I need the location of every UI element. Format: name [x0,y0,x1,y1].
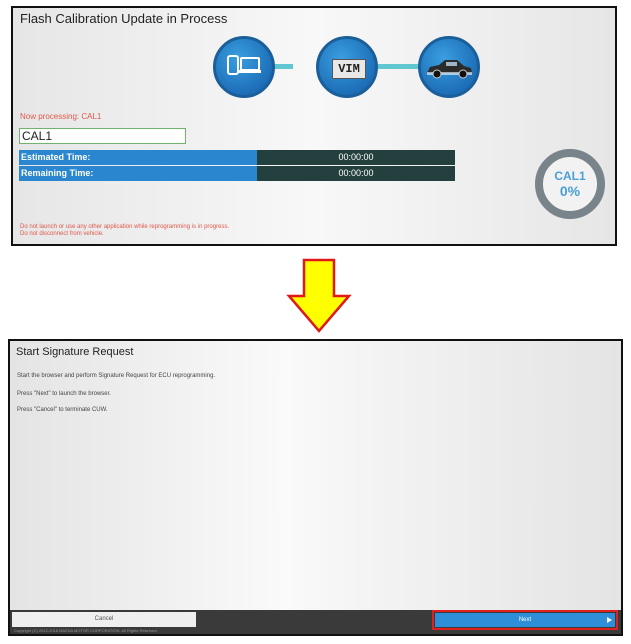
connector-line [378,64,418,69]
remaining-time-row: Remaining Time: 00:00:00 [19,166,455,181]
instruction-text: Press "Next" to launch the browser. [17,391,111,397]
down-arrow-icon [286,258,352,333]
estimated-time-row: Estimated Time: 00:00:00 [19,150,455,165]
copyright-text: Copyright (C) 2012-2018 MAZDA MOTOR CORP… [14,628,158,633]
next-button[interactable]: Next [435,613,615,627]
panel-title: Flash Calibration Update in Process [20,11,228,26]
devices-icon [213,36,275,98]
connection-flow: VIM [213,36,483,98]
warning-line: Do not disconnect from vehicle. [20,231,104,237]
instruction-text: Start the browser and perform Signature … [17,373,216,379]
car-icon [418,36,480,98]
panel-title: Start Signature Request [16,346,134,358]
chevron-right-icon [607,617,612,623]
remaining-time-value: 00:00:00 [257,166,455,181]
current-calibration-field: CAL1 [19,128,186,144]
cancel-button[interactable]: Cancel [12,612,196,627]
progress-cal-name: CAL1 [554,169,586,183]
vim-label: VIM [332,59,366,79]
warning-message: Do not launch or use any other applicati… [20,224,229,238]
progress-ring: CAL1 0% [535,149,605,219]
bottom-action-bar: Cancel Next Copyright (C) 2012-2018 MAZD… [10,610,621,634]
estimated-time-value: 00:00:00 [257,150,455,165]
flash-calibration-panel: Flash Calibration Update in Process VIM … [11,6,617,246]
remaining-time-label: Remaining Time: [19,166,257,181]
next-button-label: Next [518,617,532,623]
next-button-highlight: Next [432,610,618,630]
instruction-text: Press "Cancel" to terminate CUW. [17,407,108,413]
connector-line [273,64,293,69]
signature-request-panel: Start Signature Request Start the browse… [8,339,623,636]
processing-status: Now processing: CAL1 [20,112,102,121]
vim-icon: VIM [316,36,378,98]
estimated-time-label: Estimated Time: [19,150,257,165]
progress-percent: 0% [559,183,581,199]
warning-line: Do not launch or use any other applicati… [20,224,230,230]
